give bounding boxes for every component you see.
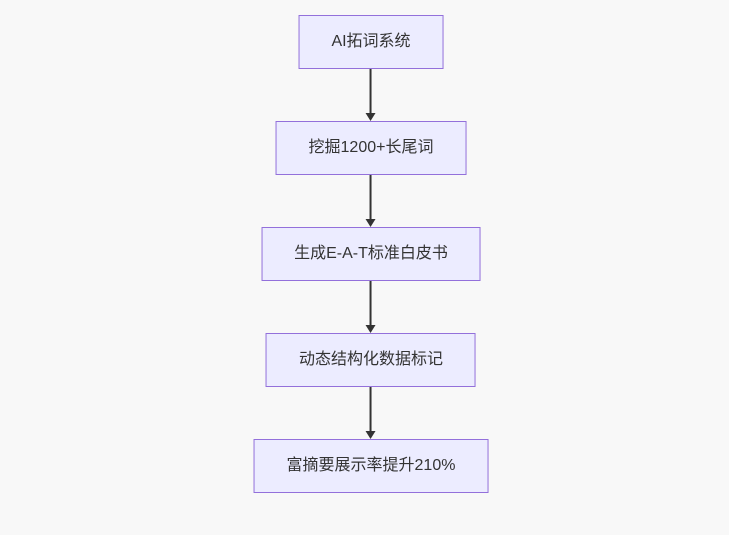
- arrow-line: [370, 175, 372, 219]
- flowchart-node-rich-snippet-result: 富摘要展示率提升210%: [253, 439, 489, 493]
- arrow-down: [365, 175, 377, 227]
- node-label: AI拓词系统: [331, 33, 411, 50]
- arrow-line: [370, 69, 372, 113]
- flowchart-node-structured-data: 动态结构化数据标记: [265, 333, 476, 387]
- arrow-line: [370, 387, 372, 431]
- arrow-head-icon: [366, 219, 376, 227]
- flowchart-node-ai-system: AI拓词系统: [298, 15, 444, 69]
- arrow-down: [365, 69, 377, 121]
- node-label: 富摘要展示率提升210%: [286, 457, 456, 474]
- arrow-head-icon: [366, 325, 376, 333]
- arrow-down: [365, 387, 377, 439]
- flowchart-node-eat-whitepaper: 生成E-A-T标准白皮书: [261, 227, 481, 281]
- arrow-head-icon: [366, 113, 376, 121]
- flowchart-canvas: AI拓词系统 挖掘1200+长尾词 生成E-A-T标准白皮书 动态结构化数据标记…: [253, 15, 489, 493]
- arrow-down: [365, 281, 377, 333]
- node-label: 挖掘1200+长尾词: [308, 139, 434, 156]
- flowchart-node-longtail-mining: 挖掘1200+长尾词: [275, 121, 467, 175]
- arrow-line: [370, 281, 372, 325]
- arrow-head-icon: [366, 431, 376, 439]
- node-label: 动态结构化数据标记: [298, 351, 443, 368]
- node-label: 生成E-A-T标准白皮书: [294, 245, 448, 262]
